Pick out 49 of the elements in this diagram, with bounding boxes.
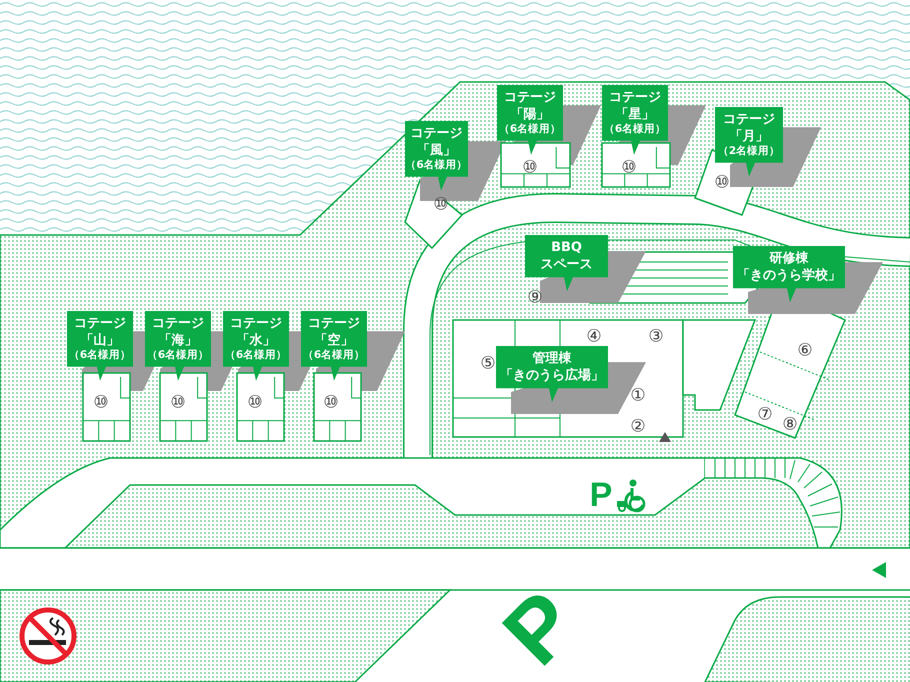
facility-number: ② (630, 418, 646, 436)
facility-number: ⑩ (714, 174, 730, 192)
callout-heading: コテージ (609, 90, 661, 106)
facility-number: ⑨ (527, 290, 543, 306)
callout-name: 「きのうら学校」 (737, 268, 841, 284)
callout-heading: 研修棟 (770, 251, 808, 267)
callout-name: 「空」 (314, 332, 354, 348)
road-marking-letter: P (488, 576, 592, 680)
callout-name: スペース (540, 256, 592, 272)
callout-heading: コテージ (230, 316, 282, 332)
facility-number: ⑥ (797, 342, 813, 360)
callout-name: 「風」 (417, 142, 456, 158)
facility-number: ④ (586, 328, 602, 346)
callout-name: 「きのうら広場」 (500, 368, 604, 384)
facility-number: ⑧ (782, 416, 798, 434)
capacity-text: （6名様用） (405, 159, 468, 172)
callout-name: 「水」 (236, 332, 276, 348)
facility-number: ③ (648, 328, 664, 346)
facility-number: ① (630, 388, 646, 404)
facility-number: ⑩ (621, 160, 637, 176)
callout-name: 「陽」 (510, 106, 550, 122)
facility-number: ⑩ (170, 394, 186, 412)
callout-heading: コテージ (308, 316, 360, 332)
facility-number: ⑦ (757, 406, 773, 424)
facility-number: ⑩ (323, 394, 339, 412)
facility-number: ⑩ (522, 160, 538, 176)
callout-heading: BBQ (551, 240, 582, 256)
callout-heading: コテージ (74, 316, 126, 332)
callout-name: 「海」 (158, 332, 198, 348)
callout-heading: コテージ (504, 90, 556, 106)
facility-number: ⑩ (93, 394, 109, 412)
parking-sign-letter: P (590, 478, 612, 512)
capacity-text: （6名様用） (68, 349, 132, 362)
capacity-text: （6名様用） (498, 123, 562, 136)
callout-heading: 管理棟 (532, 351, 572, 367)
callout-heading: コテージ (410, 126, 462, 142)
facility-number: ⑤ (480, 356, 496, 372)
callout-heading: コテージ (723, 112, 775, 128)
capacity-text: （6名様用） (224, 349, 288, 362)
capacity-text: （6名様用） (302, 349, 366, 362)
callout-name: 「星」 (616, 106, 654, 122)
facility-number: ⑩ (247, 394, 263, 412)
capacity-text: （6名様用） (604, 123, 666, 136)
callout-heading: コテージ (152, 316, 204, 332)
callout-name: 「山」 (80, 332, 120, 348)
callout-name: 「月」 (730, 128, 768, 144)
capacity-text: （6名様用） (146, 349, 210, 362)
capacity-text: （2名様用） (718, 145, 780, 158)
facility-number: ⑩ (433, 196, 449, 214)
